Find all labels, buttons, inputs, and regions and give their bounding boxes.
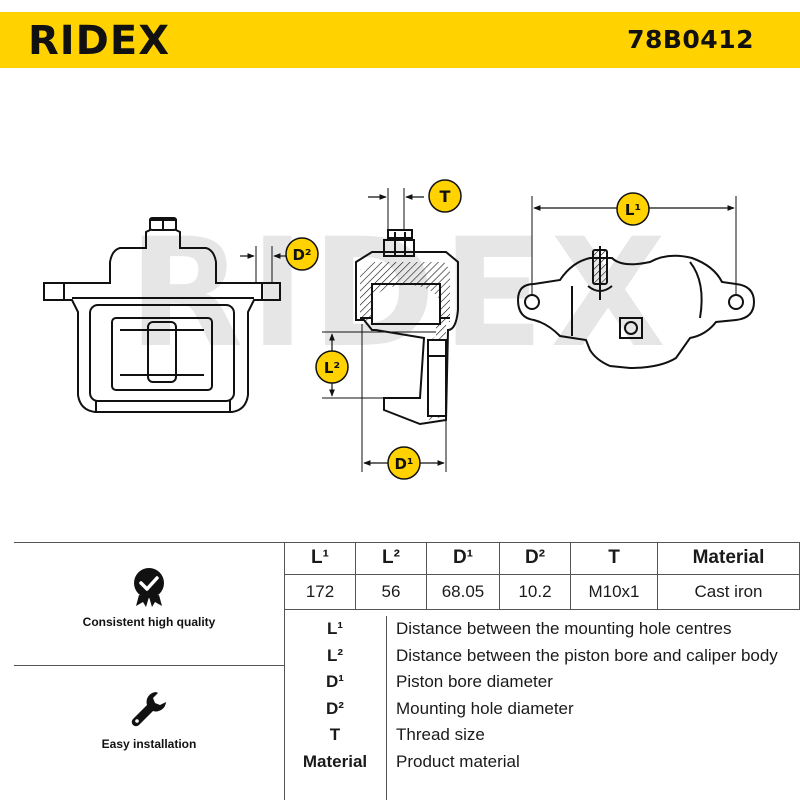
watermark: RIDEX <box>128 207 672 381</box>
svg-text:L²: L² <box>324 359 340 377</box>
callout-l1: L¹ <box>616 192 650 226</box>
spec-value: Cast iron <box>657 573 800 611</box>
spec-header: L² <box>355 542 427 575</box>
svg-text:D¹: D¹ <box>394 455 413 473</box>
legend-item: Material Product material <box>302 751 520 771</box>
spec-value: 56 <box>355 573 427 611</box>
spec-header: D² <box>499 542 571 575</box>
feature-divider <box>14 665 284 666</box>
spec-header: Material <box>657 542 800 575</box>
legend-list: L¹ Distance between the mounting hole ce… <box>284 616 800 776</box>
svg-text:T: T <box>440 187 451 206</box>
legend-item: T Thread size <box>329 725 485 745</box>
svg-text:D²: D² <box>292 246 311 264</box>
legend-item: D² Mounting hole diameter <box>326 698 574 718</box>
spec-header-row: L¹ L² D¹ D² T Material <box>284 542 800 575</box>
spec-section: Consistent high quality Easy installatio… <box>14 542 800 800</box>
spec-value: 172 <box>284 573 356 611</box>
wrench-icon <box>131 692 166 727</box>
seal-check-icon <box>134 568 164 607</box>
feature-installation: Easy installation <box>14 689 284 751</box>
spec-header: L¹ <box>284 542 356 575</box>
legend-item: L¹ Distance between the mounting hole ce… <box>326 619 732 638</box>
spec-value: 10.2 <box>499 573 571 611</box>
svg-text:RIDEX: RIDEX <box>28 21 170 59</box>
callout-l2: L² <box>315 350 349 384</box>
spec-value: 68.05 <box>426 573 500 611</box>
feature-list: Consistent high quality Easy installatio… <box>14 542 284 801</box>
spec-header: D¹ <box>426 542 500 575</box>
caliper-top-view <box>516 196 756 370</box>
legend-item: L² Distance between the piston bore and … <box>326 645 778 665</box>
legend-item: D¹ Piston bore diameter <box>326 672 553 692</box>
spec-header: T <box>570 542 658 575</box>
spec-value: M10x1 <box>570 573 658 611</box>
article-number: 78B0412 <box>627 25 754 54</box>
callout-d2: D² <box>285 237 319 271</box>
technical-drawing: RIDEX <box>0 68 800 542</box>
caliper-drawing: RIDEX <box>43 179 756 480</box>
callout-d1: D¹ <box>387 446 421 480</box>
callout-t: T <box>428 179 462 213</box>
spec-value-row: 172 56 68.05 10.2 M10x1 Cast iron <box>284 573 800 611</box>
caliper-front-view <box>43 217 290 413</box>
caliper-section-view <box>322 188 459 472</box>
svg-text:L¹: L¹ <box>625 201 641 219</box>
feature-quality: Consistent high quality <box>14 567 284 629</box>
legend-divider <box>386 616 387 800</box>
ridex-logo: RIDEX <box>28 21 170 59</box>
header-bar: RIDEX 78B0412 <box>0 12 800 68</box>
spec-table: L¹ L² D¹ D² T Material 172 56 68.05 10.2… <box>284 542 800 611</box>
vertical-divider <box>284 542 285 800</box>
